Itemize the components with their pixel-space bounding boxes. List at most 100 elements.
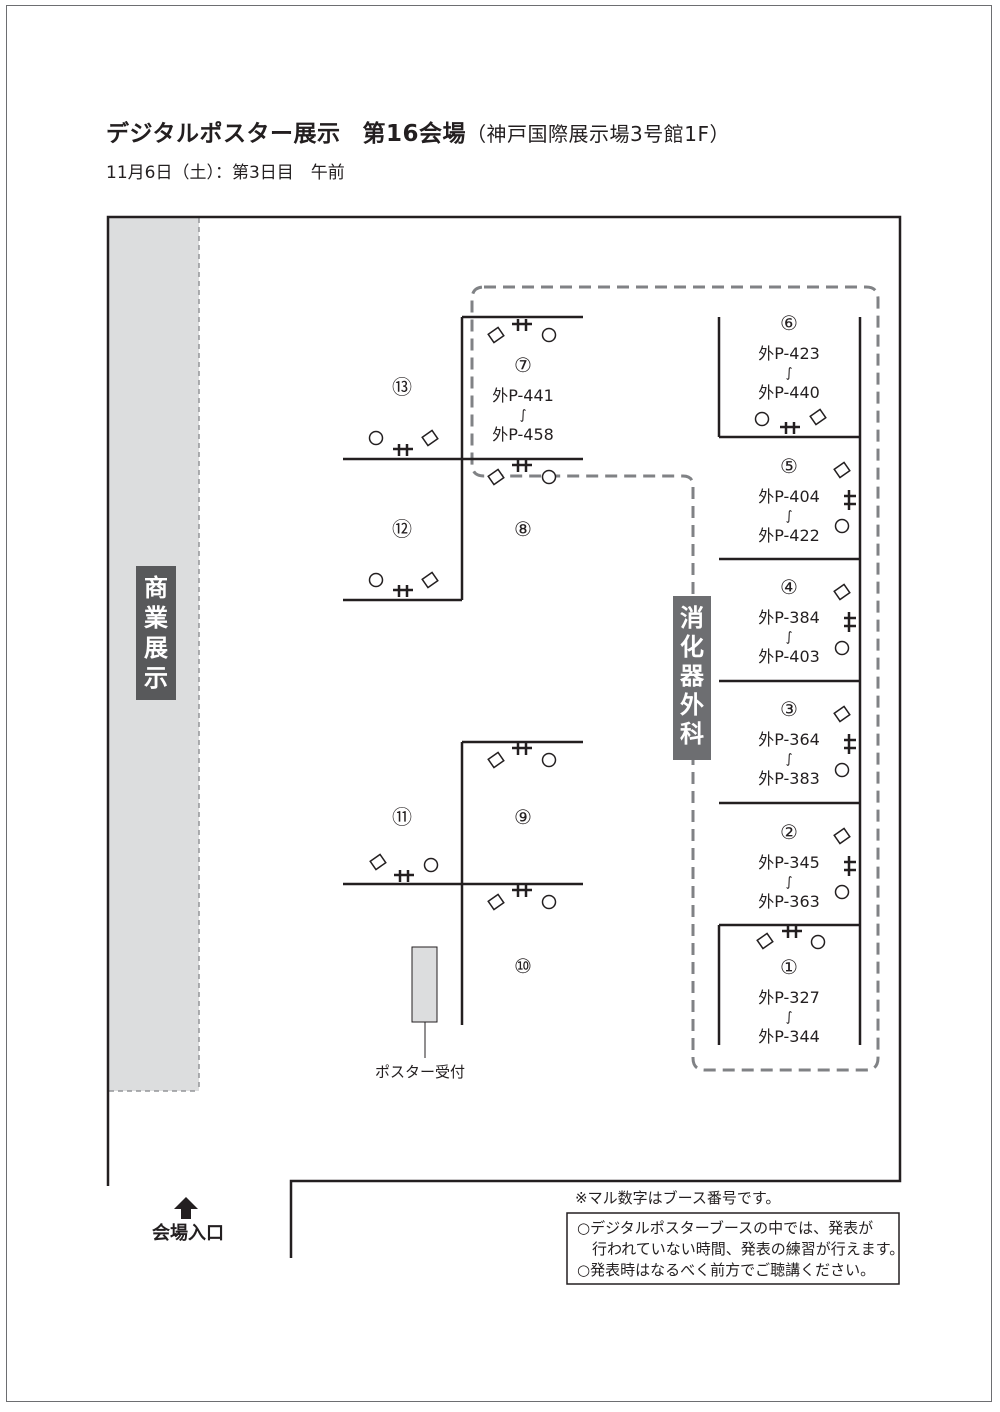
screen-icon (833, 827, 851, 845)
booth-range-end: 外P-344 (758, 1027, 820, 1046)
chair-icon (810, 934, 826, 950)
department-char: 外 (680, 691, 704, 719)
booth-number: ⑤ (780, 454, 798, 478)
booth-number: ⑨ (514, 805, 532, 829)
range-tilde: ∫ (786, 509, 793, 524)
booth-number: ⑦ (514, 353, 532, 377)
poster-reception-label: ポスター受付 (375, 1063, 465, 1081)
booth-7: ⑦ 外P-441 ∫ 外P-458 (492, 353, 554, 444)
booth-13: ⑬ (392, 375, 412, 399)
desk-icon (512, 743, 532, 755)
screen-icon (809, 408, 827, 426)
screen-icon (487, 893, 505, 911)
booth-12: ⑫ (392, 517, 412, 541)
booth-range-end: 外P-422 (758, 526, 820, 545)
department-char: 科 (680, 720, 704, 748)
desk-icon (844, 490, 856, 510)
entrance-label: 会場入口 (152, 1222, 224, 1244)
title-main: デジタルポスター展示 (106, 121, 341, 147)
chair-icon (541, 469, 557, 485)
screen-icon (833, 705, 851, 723)
hall-wall (106, 215, 902, 1258)
screen-icon (487, 751, 505, 769)
desk-icon (844, 734, 856, 754)
desk-icon (512, 460, 532, 472)
booth-number: ⑫ (392, 517, 412, 541)
dept-area-outline (470, 285, 880, 1072)
booth-1: ① 外P-327 ∫ 外P-344 (758, 955, 820, 1046)
range-tilde: ∫ (786, 875, 793, 890)
chair-icon (541, 894, 557, 910)
chair-icon (423, 857, 439, 873)
range-tilde: ∫ (786, 366, 793, 381)
desk-icon (393, 444, 413, 456)
booth-range-start: 外P-404 (758, 487, 820, 506)
chair-icon (834, 762, 850, 778)
booth-9: ⑨ (514, 805, 532, 829)
booth-number: ⑩ (514, 954, 532, 978)
range-tilde: ∫ (786, 1010, 793, 1025)
chair-icon (368, 572, 384, 588)
booth-2: ②外P-345∫外P-363 (758, 820, 820, 911)
booth-range-start: 外P-327 (758, 988, 820, 1007)
booth-11: ⑪ (392, 805, 412, 829)
chair-icon (368, 430, 384, 446)
desk-icon (393, 585, 413, 597)
venue-name: （神戸国際展示場3号館1F） (466, 122, 731, 146)
screen-icon (487, 468, 505, 486)
hall-name: 第16会場 (362, 121, 467, 147)
desk-icon (394, 870, 414, 882)
booth-range-start: 外P-423 (758, 344, 820, 363)
booth-walls (343, 315, 862, 1045)
screen-icon (421, 429, 439, 447)
booth-number-note: ※マル数字はブース番号です。 (575, 1189, 780, 1207)
department-char: 器 (679, 662, 705, 690)
booth-number: ② (780, 820, 798, 844)
screen-icon (369, 853, 387, 871)
dept-label-box (673, 596, 711, 760)
booth-range-end: 外P-363 (758, 892, 820, 911)
booth-10: ⑩ (514, 954, 532, 978)
commercial-char: 示 (144, 664, 168, 692)
screen-icon (833, 583, 851, 601)
booth-6: ⑥外P-423∫外P-440 (758, 311, 820, 402)
booth-number: ⑧ (514, 517, 532, 541)
poster-reception-desk (411, 946, 438, 1023)
booth-3: ③外P-364∫外P-383 (758, 697, 820, 788)
booth-range-end: 外P-458 (492, 425, 554, 444)
screen-icon (487, 326, 505, 344)
commercial-label-box (136, 566, 176, 700)
booth-range-end: 外P-403 (758, 647, 820, 666)
desk-icon (512, 319, 532, 331)
booth-number: ① (780, 955, 798, 979)
commercial-char: 展 (144, 634, 168, 662)
desk-icon (782, 926, 802, 938)
range-tilde: ∫ (520, 408, 527, 423)
booth-5: ⑤ 外P-404 ∫ 外P-422 (758, 454, 820, 545)
note-line-1: ○デジタルポスターブースの中では、発表が (577, 1219, 873, 1237)
note-line-3: ○発表時はなるべく前方でご聴講ください。 (577, 1261, 875, 1279)
booth-range-start: 外P-384 (758, 608, 820, 627)
page-frame (6, 5, 992, 1402)
desk-icon (512, 885, 532, 897)
commercial-char: 業 (144, 604, 168, 632)
department-char: 化 (680, 633, 704, 661)
booth-range-start: 外P-441 (492, 386, 554, 405)
desk-icon (844, 856, 856, 876)
chair-icon (541, 752, 557, 768)
screen-icon (833, 461, 851, 479)
session-datetime: 11月6日（土）：第3日目 午前 (106, 163, 345, 183)
screen-icon (756, 932, 774, 950)
booth-number: ⑥ (780, 311, 798, 335)
page-title: デジタルポスター展示第16会場（神戸国際展示場3号館1F） (106, 114, 730, 148)
chair-icon (834, 884, 850, 900)
chair-icon (834, 518, 850, 534)
desk-icon (844, 612, 856, 632)
booth-4: ④外P-384∫外P-403 (758, 575, 820, 666)
booth-equipment (368, 319, 856, 950)
booth-range-end: 外P-383 (758, 769, 820, 788)
booth-number: ⑪ (392, 805, 412, 829)
booth-number: ⑬ (392, 375, 412, 399)
